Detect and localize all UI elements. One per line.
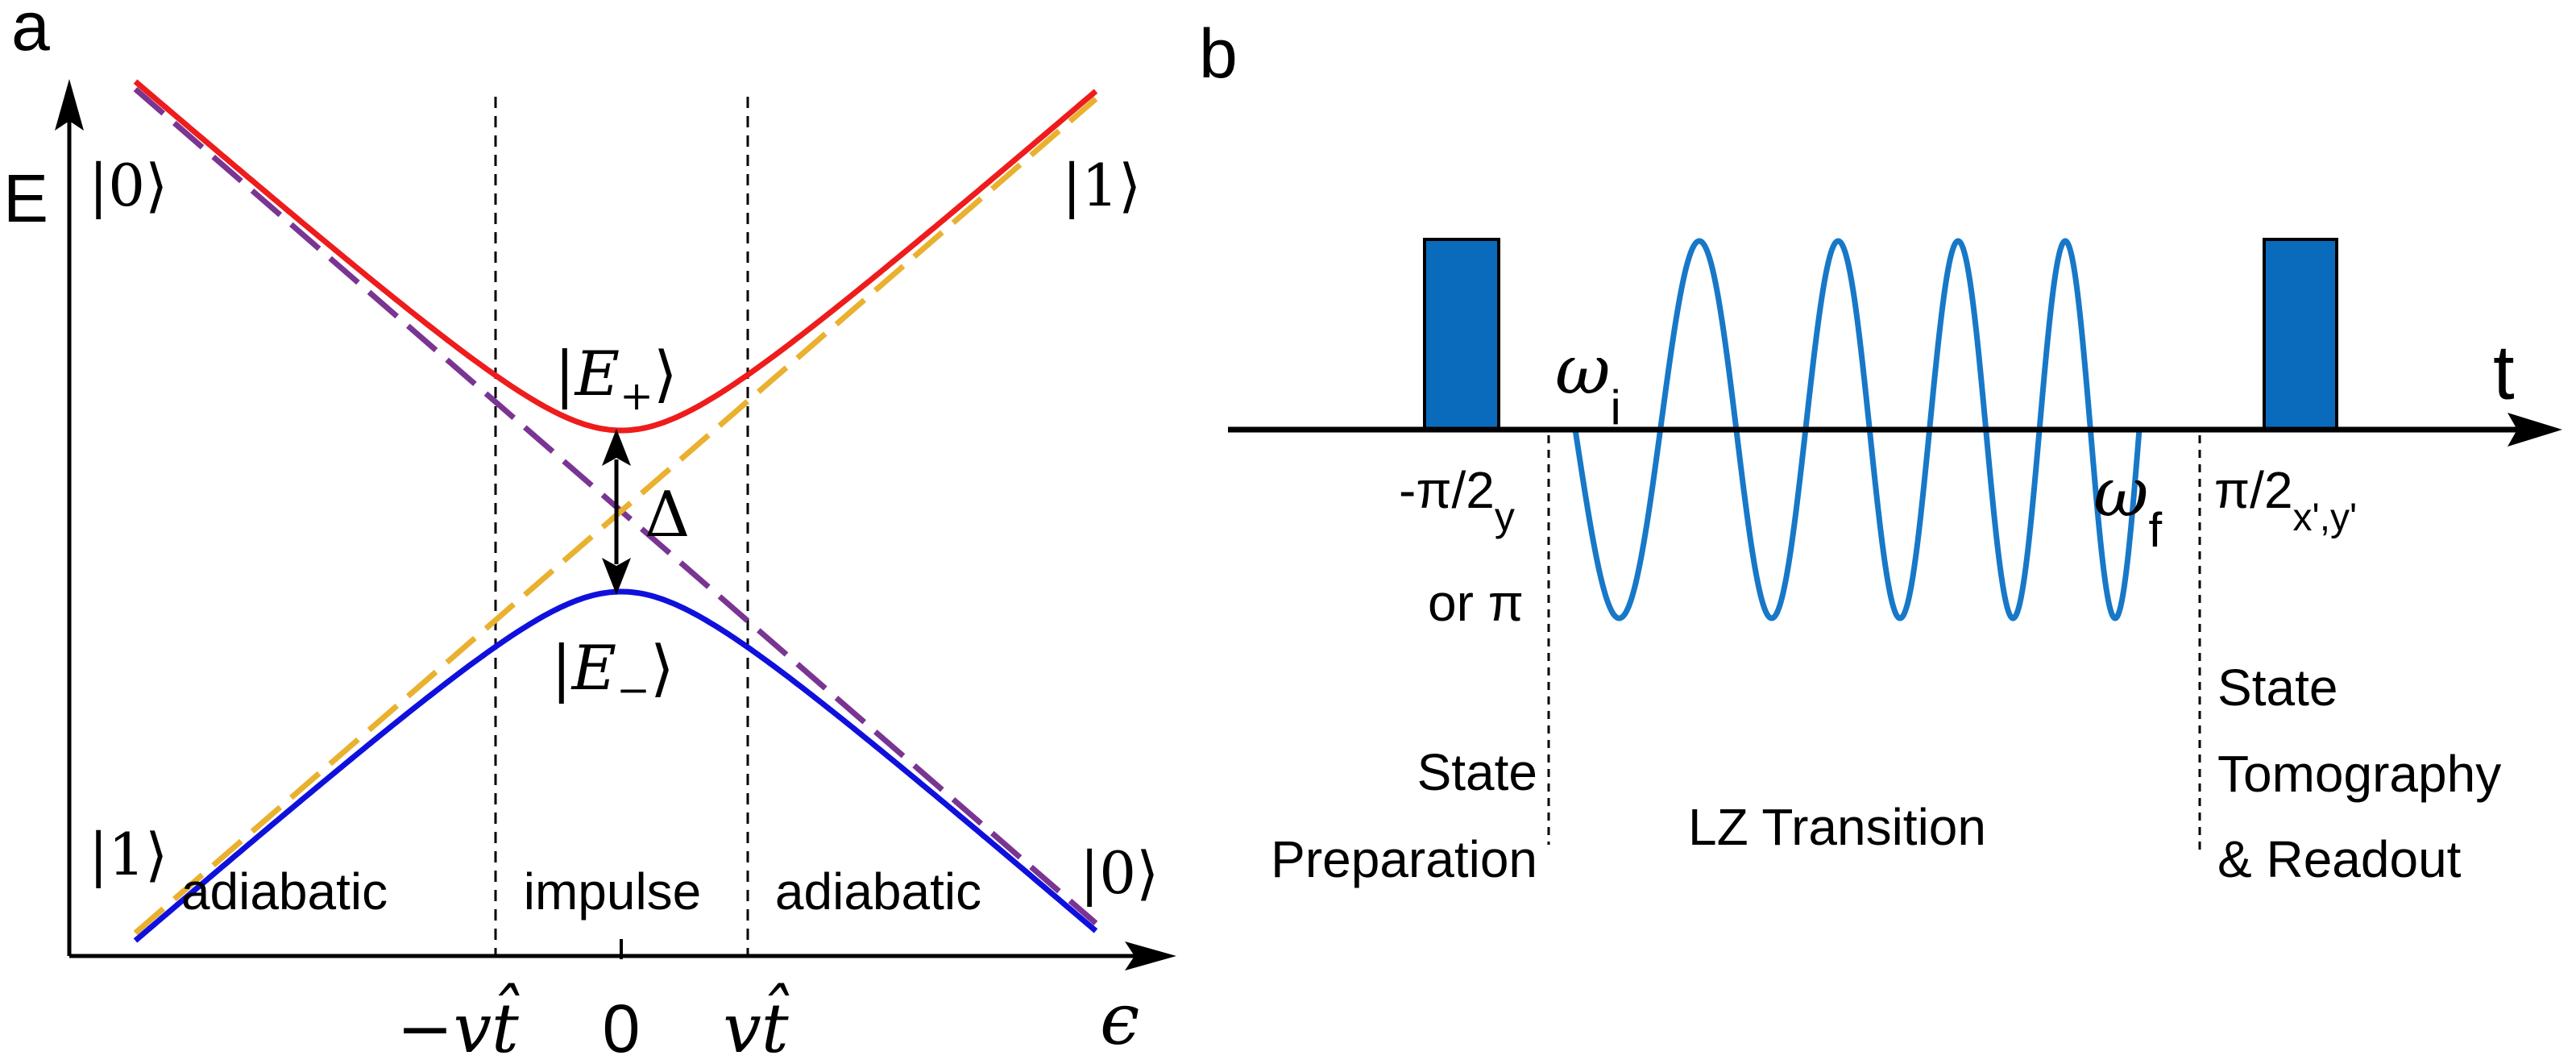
gap-arrow-up xyxy=(602,429,631,466)
state-prep-pulse xyxy=(1423,238,1500,431)
readout-pulse xyxy=(2263,238,2338,431)
stage-prep-line2: Preparation xyxy=(1271,830,1537,888)
detuning-axis-label: ϵ xyxy=(1100,978,1139,1061)
svg-text:|E−⟩: |E−⟩ xyxy=(551,632,674,713)
time-axis-label: t xyxy=(2493,330,2515,416)
stage-tomo-line1: State xyxy=(2217,659,2337,717)
energy-axis-label: E xyxy=(3,160,48,236)
state-label-0-top-left: |0⟩ xyxy=(89,152,168,219)
time-axis-arrow xyxy=(2508,413,2562,447)
prep-pulse-alt-label: or π xyxy=(1428,574,1524,632)
panel-a: a E ϵ |0⟩ |1⟩ |1⟩ |0⟩ |E+⟩ xyxy=(3,0,1176,1064)
svg-text:π/2x',y': π/2x',y' xyxy=(2214,461,2357,539)
tick-label-zero: 0 xyxy=(603,991,641,1064)
gap-arrow-down xyxy=(602,558,631,595)
lower-level-label: |E−⟩ xyxy=(551,632,674,713)
tick-label-plus-vt: vt̂ xyxy=(723,983,789,1064)
region-label-right: adiabatic xyxy=(775,862,981,921)
readout-pulse-label: π/2x',y' xyxy=(2214,461,2357,539)
state-label-0-bottom-right: |0⟩ xyxy=(1080,839,1159,907)
state-label-1-bottom-left: |1⟩ xyxy=(89,821,168,888)
upper-energy-curve xyxy=(133,79,1098,434)
panel-b-letter: b xyxy=(1199,15,1238,93)
state-label-1-top-right: |1⟩ xyxy=(1062,152,1141,219)
omega-final-label: ωf xyxy=(2093,453,2163,557)
svg-text:ωf: ωf xyxy=(2093,453,2163,557)
panel-a-letter: a xyxy=(11,0,50,65)
region-label-middle: impulse xyxy=(524,862,702,921)
y-axis-arrow xyxy=(55,79,84,131)
stage-tomo-line3: & Readout xyxy=(2217,830,2462,888)
stage-tomo-line2: Tomography xyxy=(2217,745,2501,803)
stage-lz-label: LZ Transition xyxy=(1688,798,1986,856)
omega-initial-label: ωi xyxy=(1555,330,1621,434)
panel-b: b t ωi ωf -π/2y or π xyxy=(1199,15,2562,888)
upper-level-label: |E+⟩ xyxy=(554,338,678,419)
x-axis-arrow xyxy=(1125,941,1176,970)
svg-text:-π/2y: -π/2y xyxy=(1399,461,1515,539)
stage-prep-line1: State xyxy=(1417,743,1537,801)
svg-text:ωi: ωi xyxy=(1555,330,1621,434)
gap-label: Δ xyxy=(645,479,690,551)
chirped-drive-waveform xyxy=(1572,238,2143,621)
prep-pulse-label: -π/2y xyxy=(1399,461,1515,539)
svg-text:|E+⟩: |E+⟩ xyxy=(554,338,678,419)
region-label-left: adiabatic xyxy=(181,862,388,921)
tick-label-minus-vt: −vt̂ xyxy=(396,983,520,1064)
